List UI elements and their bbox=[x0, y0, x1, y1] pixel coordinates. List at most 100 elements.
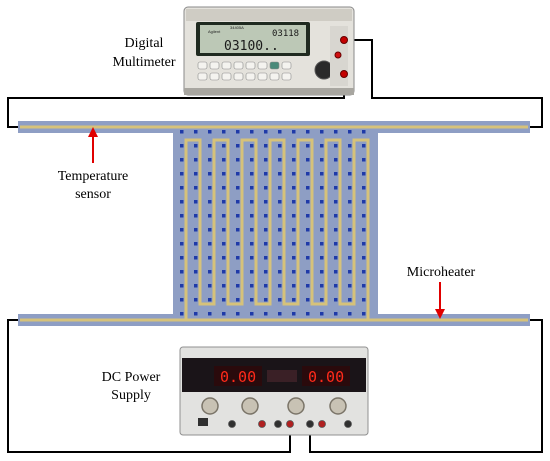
membrane-dot bbox=[320, 200, 324, 204]
membrane-dot bbox=[348, 186, 352, 190]
multimeter-wire-right bbox=[344, 39, 543, 128]
membrane-dot bbox=[236, 158, 240, 162]
membrane-dot bbox=[292, 214, 296, 218]
psu-label-line2: Supply bbox=[111, 388, 151, 403]
membrane-dot bbox=[264, 312, 268, 316]
multimeter-key bbox=[245, 61, 256, 70]
membrane-dot bbox=[236, 312, 240, 316]
membrane-dot bbox=[180, 270, 184, 274]
membrane-dot bbox=[292, 172, 296, 176]
membrane-dot bbox=[236, 228, 240, 232]
psu-binding-post bbox=[344, 420, 352, 428]
membrane-dot bbox=[362, 270, 366, 274]
membrane-dot bbox=[250, 284, 254, 288]
membrane-dot bbox=[264, 228, 268, 232]
multimeter-terminal-mid bbox=[334, 51, 342, 59]
psu-center-indicators bbox=[267, 370, 297, 382]
membrane-dot bbox=[362, 186, 366, 190]
membrane-dot bbox=[236, 284, 240, 288]
membrane-dot bbox=[306, 256, 310, 260]
psu-label-line1: DC Power bbox=[102, 370, 161, 385]
membrane-dot bbox=[264, 270, 268, 274]
multimeter-key bbox=[209, 72, 220, 81]
membrane-dot bbox=[334, 200, 338, 204]
multimeter-key bbox=[221, 72, 232, 81]
labels: Digital Multimeter Temperature sensor Mi… bbox=[58, 36, 476, 403]
membrane-dot bbox=[306, 158, 310, 162]
psu-binding-post bbox=[228, 420, 236, 428]
membrane-dot bbox=[362, 214, 366, 218]
membrane-dot bbox=[278, 270, 282, 274]
membrane-dot bbox=[208, 158, 212, 162]
psu-left-readout: 0.00 bbox=[220, 368, 256, 386]
membrane-dot bbox=[250, 158, 254, 162]
membrane-dot bbox=[208, 256, 212, 260]
multimeter-key bbox=[197, 61, 208, 70]
membrane-dot bbox=[180, 186, 184, 190]
membrane-dot bbox=[334, 256, 338, 260]
membrane-dot bbox=[250, 298, 254, 302]
membrane-dot bbox=[348, 228, 352, 232]
membrane-dot bbox=[250, 144, 254, 148]
membrane-dot bbox=[278, 130, 282, 134]
membrane-dot bbox=[194, 228, 198, 232]
membrane-dot bbox=[278, 284, 282, 288]
membrane-dot bbox=[180, 214, 184, 218]
membrane-dot bbox=[306, 214, 310, 218]
membrane-dot bbox=[208, 228, 212, 232]
membrane-dot bbox=[194, 186, 198, 190]
membrane-dot bbox=[320, 158, 324, 162]
membrane-dot bbox=[250, 186, 254, 190]
membrane-dot bbox=[348, 130, 352, 134]
membrane-dot bbox=[306, 228, 310, 232]
membrane-dot bbox=[306, 200, 310, 204]
membrane-dot bbox=[180, 172, 184, 176]
membrane-dot bbox=[292, 242, 296, 246]
multimeter-key bbox=[245, 72, 256, 81]
membrane-dot bbox=[348, 144, 352, 148]
membrane-dot bbox=[222, 186, 226, 190]
membrane-dot bbox=[362, 158, 366, 162]
membrane-dot bbox=[264, 158, 268, 162]
multimeter-key bbox=[197, 72, 208, 81]
membrane-dot bbox=[348, 200, 352, 204]
multimeter-aux-display: 03118 bbox=[272, 29, 299, 39]
membrane-dot bbox=[264, 298, 268, 302]
membrane-dot bbox=[208, 242, 212, 246]
psu-output-terminals bbox=[228, 420, 352, 428]
membrane-dot bbox=[362, 200, 366, 204]
membrane-dot bbox=[278, 312, 282, 316]
membrane-dot bbox=[334, 186, 338, 190]
membrane-dot bbox=[292, 298, 296, 302]
multimeter-key bbox=[233, 61, 244, 70]
psu-knob-2 bbox=[241, 397, 259, 415]
membrane-dot bbox=[208, 214, 212, 218]
membrane-dot bbox=[250, 200, 254, 204]
membrane-dot bbox=[194, 144, 198, 148]
membrane-dot bbox=[334, 214, 338, 218]
membrane-dot bbox=[194, 312, 198, 316]
membrane-dot bbox=[180, 158, 184, 162]
membrane-dot bbox=[222, 158, 226, 162]
membrane-dot bbox=[320, 172, 324, 176]
membrane-dot bbox=[236, 298, 240, 302]
membrane-dot bbox=[278, 144, 282, 148]
membrane-dot bbox=[236, 270, 240, 274]
membrane-dot bbox=[320, 298, 324, 302]
membrane-dot bbox=[320, 214, 324, 218]
membrane-dot bbox=[306, 130, 310, 134]
membrane-dot bbox=[264, 172, 268, 176]
membrane-dot bbox=[236, 172, 240, 176]
multimeter-keypad bbox=[197, 61, 292, 81]
membrane-dot bbox=[194, 298, 198, 302]
membrane-dot bbox=[180, 298, 184, 302]
membrane-dot bbox=[208, 130, 212, 134]
membrane-dot bbox=[180, 228, 184, 232]
psu-knob-4 bbox=[329, 397, 347, 415]
psu-wire-left bbox=[7, 319, 291, 453]
membrane-dot bbox=[236, 186, 240, 190]
temperature-sensor-arrowhead bbox=[88, 127, 98, 137]
membrane-dot bbox=[348, 270, 352, 274]
psu-binding-post bbox=[286, 420, 294, 428]
membrane-dot bbox=[250, 312, 254, 316]
